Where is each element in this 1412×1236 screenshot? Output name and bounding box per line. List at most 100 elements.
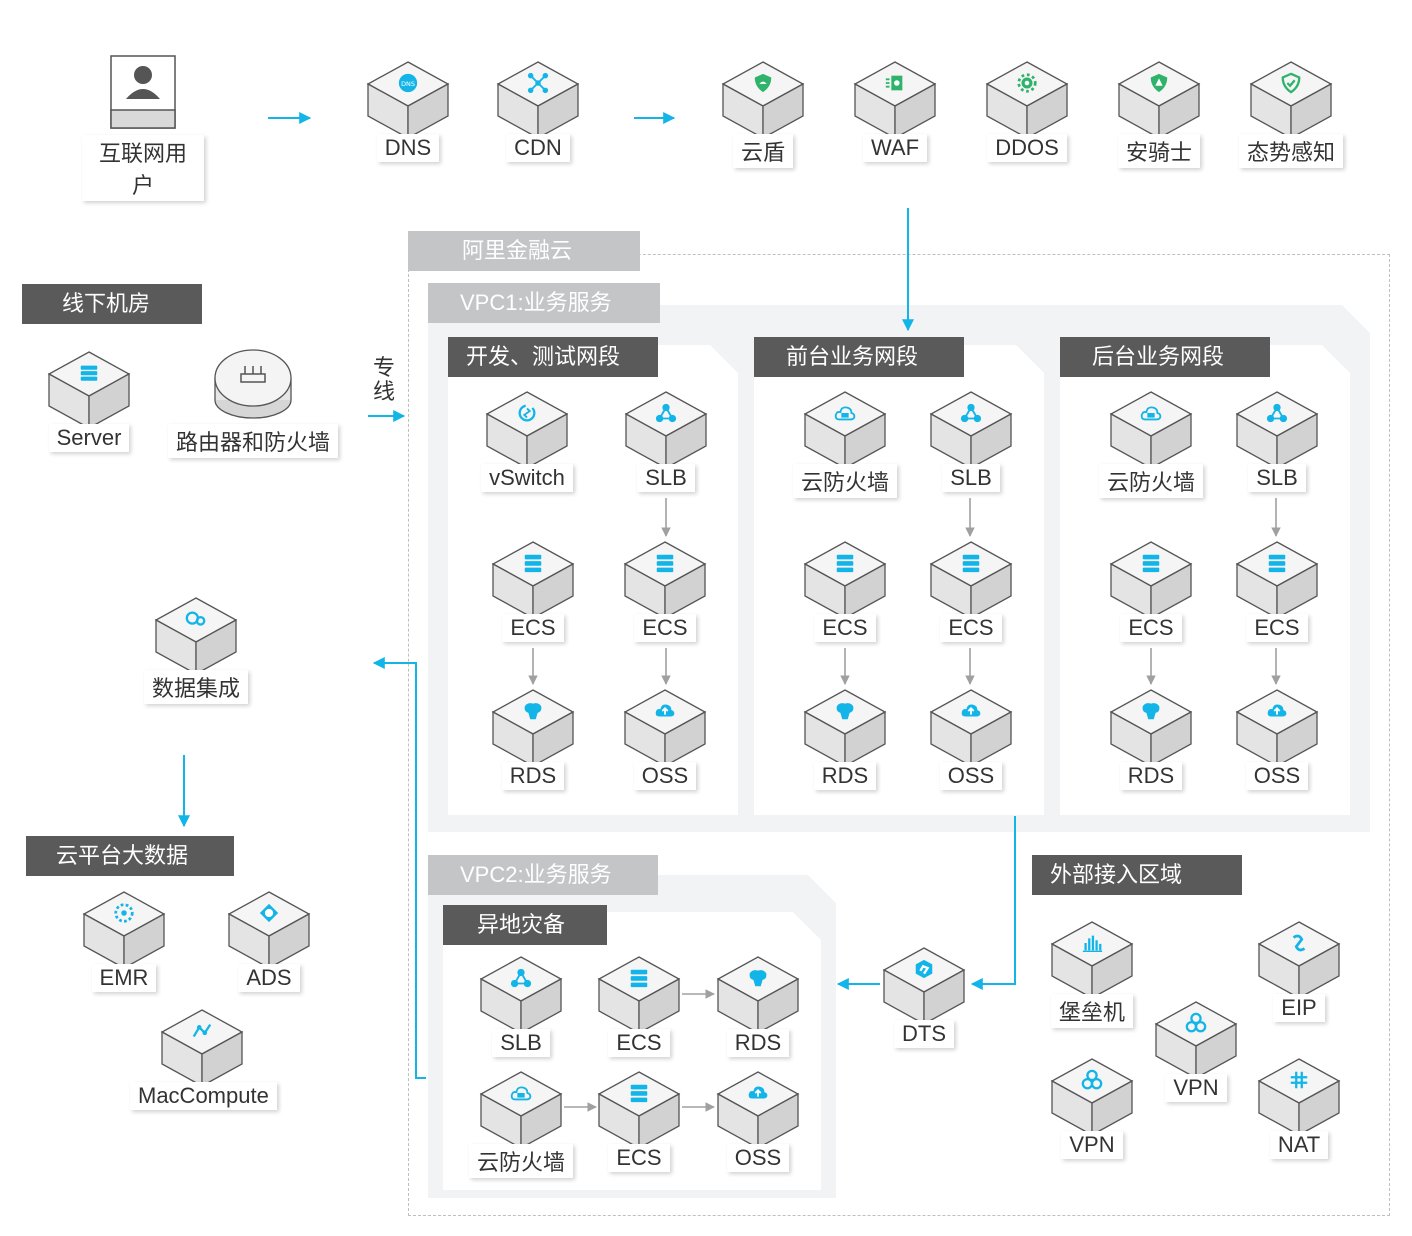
- node-label: ADS: [238, 964, 300, 992]
- anqishi-node[interactable]: 安骑士: [1099, 60, 1219, 170]
- anqishi-label: 安骑士: [1117, 134, 1200, 168]
- nat-node[interactable]: NAT: [1239, 1057, 1359, 1167]
- node-label: OSS: [1245, 762, 1309, 790]
- dts-node[interactable]: DTS: [864, 946, 984, 1056]
- segment-front-title: 前台业务网段: [754, 337, 964, 377]
- cloud-firewall-node[interactable]: 云防火墙: [785, 390, 905, 500]
- dedicated-line-label: 专线: [372, 355, 395, 404]
- offline-title: 线下机房: [22, 284, 202, 324]
- ecs-node[interactable]: ECS: [1091, 540, 1211, 650]
- node-label: ECS: [940, 614, 1002, 642]
- vpc1-title: VPC1:业务服务: [428, 283, 660, 323]
- vswitch-node[interactable]: vSwitch: [467, 390, 587, 500]
- internet-user-label: 互联网用户: [82, 135, 204, 201]
- vpc2-title: VPC2:业务服务: [428, 855, 658, 895]
- node-label: 云防火墙: [792, 464, 897, 498]
- slb-node[interactable]: SLB: [461, 955, 581, 1065]
- bigdata-title: 云平台大数据: [26, 836, 234, 876]
- node-label: EIP: [1273, 994, 1325, 1022]
- dns-icon: [398, 73, 418, 93]
- eip-node[interactable]: EIP: [1239, 920, 1359, 1030]
- waf-label: WAF: [862, 134, 928, 162]
- node-label: ECS: [608, 1144, 670, 1172]
- ecs-node[interactable]: ECS: [579, 955, 699, 1065]
- external-title: 外部接入区域: [1032, 855, 1242, 895]
- oss-node[interactable]: OSS: [911, 688, 1031, 798]
- ecs-icon: [630, 969, 648, 988]
- ecs-node[interactable]: ECS: [911, 540, 1031, 650]
- cloud-firewall-node[interactable]: 云防火墙: [1091, 390, 1211, 500]
- ecs-node[interactable]: ECS: [785, 540, 905, 650]
- slb-node[interactable]: SLB: [911, 390, 1031, 500]
- awareness-node[interactable]: 态势感知: [1231, 60, 1351, 170]
- oss-node[interactable]: OSS: [605, 688, 725, 798]
- segment-dev-title: 开发、测试网段: [448, 337, 658, 377]
- node-label: VPN: [1165, 1074, 1227, 1102]
- dns-label: DNS: [376, 134, 440, 162]
- node-label: 路由器和防火墙: [167, 424, 338, 458]
- ddos-label: DDOS: [987, 134, 1067, 162]
- yundun-label: 云盾: [732, 134, 793, 168]
- node-label: OSS: [633, 762, 697, 790]
- node-label: SLB: [942, 464, 1000, 492]
- oss-node[interactable]: OSS: [1217, 688, 1337, 798]
- rds-node[interactable]: RDS: [473, 688, 593, 798]
- ecs-node[interactable]: ECS: [605, 540, 725, 650]
- ecs-node[interactable]: ECS: [1217, 540, 1337, 650]
- node-label: Server: [48, 424, 130, 452]
- user-icon: [110, 55, 176, 129]
- node-label: OSS: [726, 1144, 790, 1172]
- server-icon: [80, 365, 98, 381]
- node-label: ECS: [1120, 614, 1182, 642]
- rds-node[interactable]: RDS: [698, 955, 818, 1065]
- node-label: ECS: [814, 614, 876, 642]
- router-firewall-node[interactable]: 路由器和防火墙: [158, 348, 348, 463]
- node-label: OSS: [939, 762, 1003, 790]
- ecs-icon: [1142, 554, 1160, 573]
- node-label: ECS: [1246, 614, 1308, 642]
- data-integration-node[interactable]: 数据集成: [136, 596, 256, 706]
- node-label: RDS: [813, 762, 877, 790]
- ddos-node[interactable]: DDOS: [967, 60, 1087, 170]
- node-label: vSwitch: [481, 464, 573, 492]
- ecs-icon: [524, 554, 542, 573]
- node-label: ECS: [608, 1029, 670, 1057]
- slb-node[interactable]: SLB: [1217, 390, 1337, 500]
- node-label: RDS: [501, 762, 565, 790]
- ecs-icon: [962, 554, 980, 573]
- bastion-node[interactable]: 堡垒机: [1032, 920, 1152, 1030]
- node-label: 云防火墙: [468, 1144, 573, 1178]
- dr-segment-title: 异地灾备: [443, 905, 607, 945]
- ecs-icon: [630, 1084, 648, 1103]
- maxcompute-node[interactable]: MacCompute: [130, 1008, 277, 1118]
- rds-node[interactable]: RDS: [1091, 688, 1211, 798]
- server-node[interactable]: Server: [29, 350, 149, 460]
- node-label: VPN: [1061, 1131, 1123, 1159]
- node-label: RDS: [726, 1029, 790, 1057]
- node-label: MacCompute: [130, 1082, 277, 1110]
- rds-node[interactable]: RDS: [785, 688, 905, 798]
- vpn-node[interactable]: VPN: [1136, 1000, 1256, 1110]
- ecs-node[interactable]: ECS: [579, 1070, 699, 1180]
- node-label: RDS: [1119, 762, 1183, 790]
- ecs-node[interactable]: ECS: [473, 540, 593, 650]
- segment-back-title: 后台业务网段: [1060, 337, 1270, 377]
- oss-node[interactable]: OSS: [698, 1070, 818, 1180]
- node-label: 数据集成: [143, 670, 248, 704]
- internet-user-node[interactable]: 互联网用户: [82, 55, 204, 201]
- cdn-node[interactable]: CDN: [478, 60, 598, 170]
- cloud-firewall-node[interactable]: 云防火墙: [461, 1070, 581, 1180]
- yundun-node[interactable]: 云盾: [703, 60, 823, 170]
- waf-node[interactable]: WAF: [835, 60, 955, 170]
- dns-node[interactable]: DNS: [348, 60, 468, 170]
- node-label: SLB: [637, 464, 695, 492]
- dts-label: DTS: [894, 1020, 954, 1048]
- ecs-icon: [1268, 554, 1286, 573]
- emr-node[interactable]: EMR: [64, 890, 184, 1000]
- node-label: SLB: [492, 1029, 550, 1057]
- ads-node[interactable]: ADS: [209, 890, 329, 1000]
- node-label: NAT: [1269, 1131, 1329, 1159]
- cdn-label: CDN: [506, 134, 570, 162]
- vpn-node[interactable]: VPN: [1032, 1057, 1152, 1167]
- slb-node[interactable]: SLB: [606, 390, 726, 500]
